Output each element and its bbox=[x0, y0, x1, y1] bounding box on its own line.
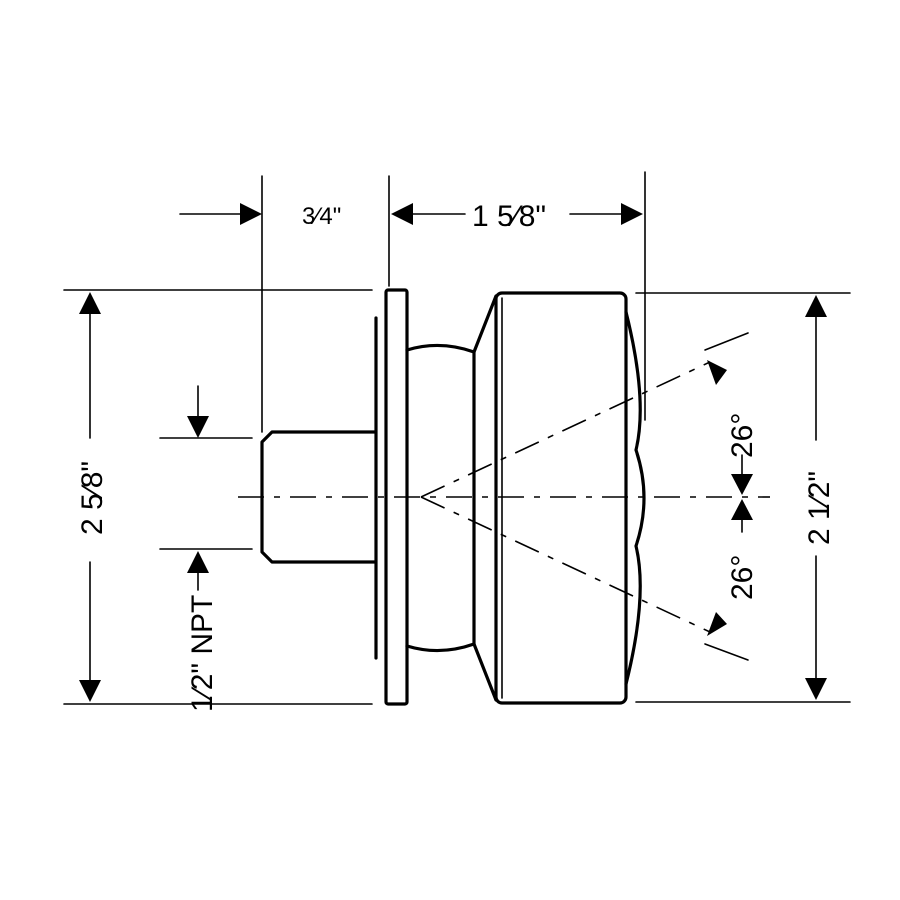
spray-line-upper bbox=[420, 361, 711, 498]
dome-neck bbox=[405, 343, 476, 653]
body-diameter-label: 2 1⁄2" bbox=[803, 471, 836, 545]
dim-body-depth: 1 5⁄8" bbox=[388, 171, 646, 421]
part-outline bbox=[260, 288, 646, 706]
spray-angle-upper-label: 26° bbox=[726, 413, 759, 458]
body-depth-label: 1 5⁄8" bbox=[472, 200, 546, 233]
body-taper bbox=[472, 294, 498, 702]
dim-spray-angles: 26° 26° bbox=[707, 360, 759, 636]
front-face bbox=[624, 310, 646, 686]
spray-angle-lower-label: 26° bbox=[726, 555, 759, 600]
dim-thread: 1⁄2" NPT bbox=[159, 385, 253, 712]
thread-size-label: 1⁄2" NPT bbox=[186, 595, 219, 712]
dim-body-diameter: 2 1⁄2" bbox=[635, 292, 851, 703]
main-body bbox=[494, 291, 628, 705]
dim-inlet-length: 3⁄4" bbox=[179, 175, 341, 433]
inlet-length-label: 3⁄4" bbox=[302, 203, 341, 230]
center-and-spray bbox=[238, 332, 770, 661]
dim-flange-height: 2 5⁄8" bbox=[63, 289, 373, 705]
angle-ext-upper bbox=[704, 332, 749, 351]
angle-ext-lower bbox=[704, 643, 749, 661]
flange-height-label: 2 5⁄8" bbox=[76, 461, 109, 535]
spray-line-lower bbox=[420, 496, 711, 633]
